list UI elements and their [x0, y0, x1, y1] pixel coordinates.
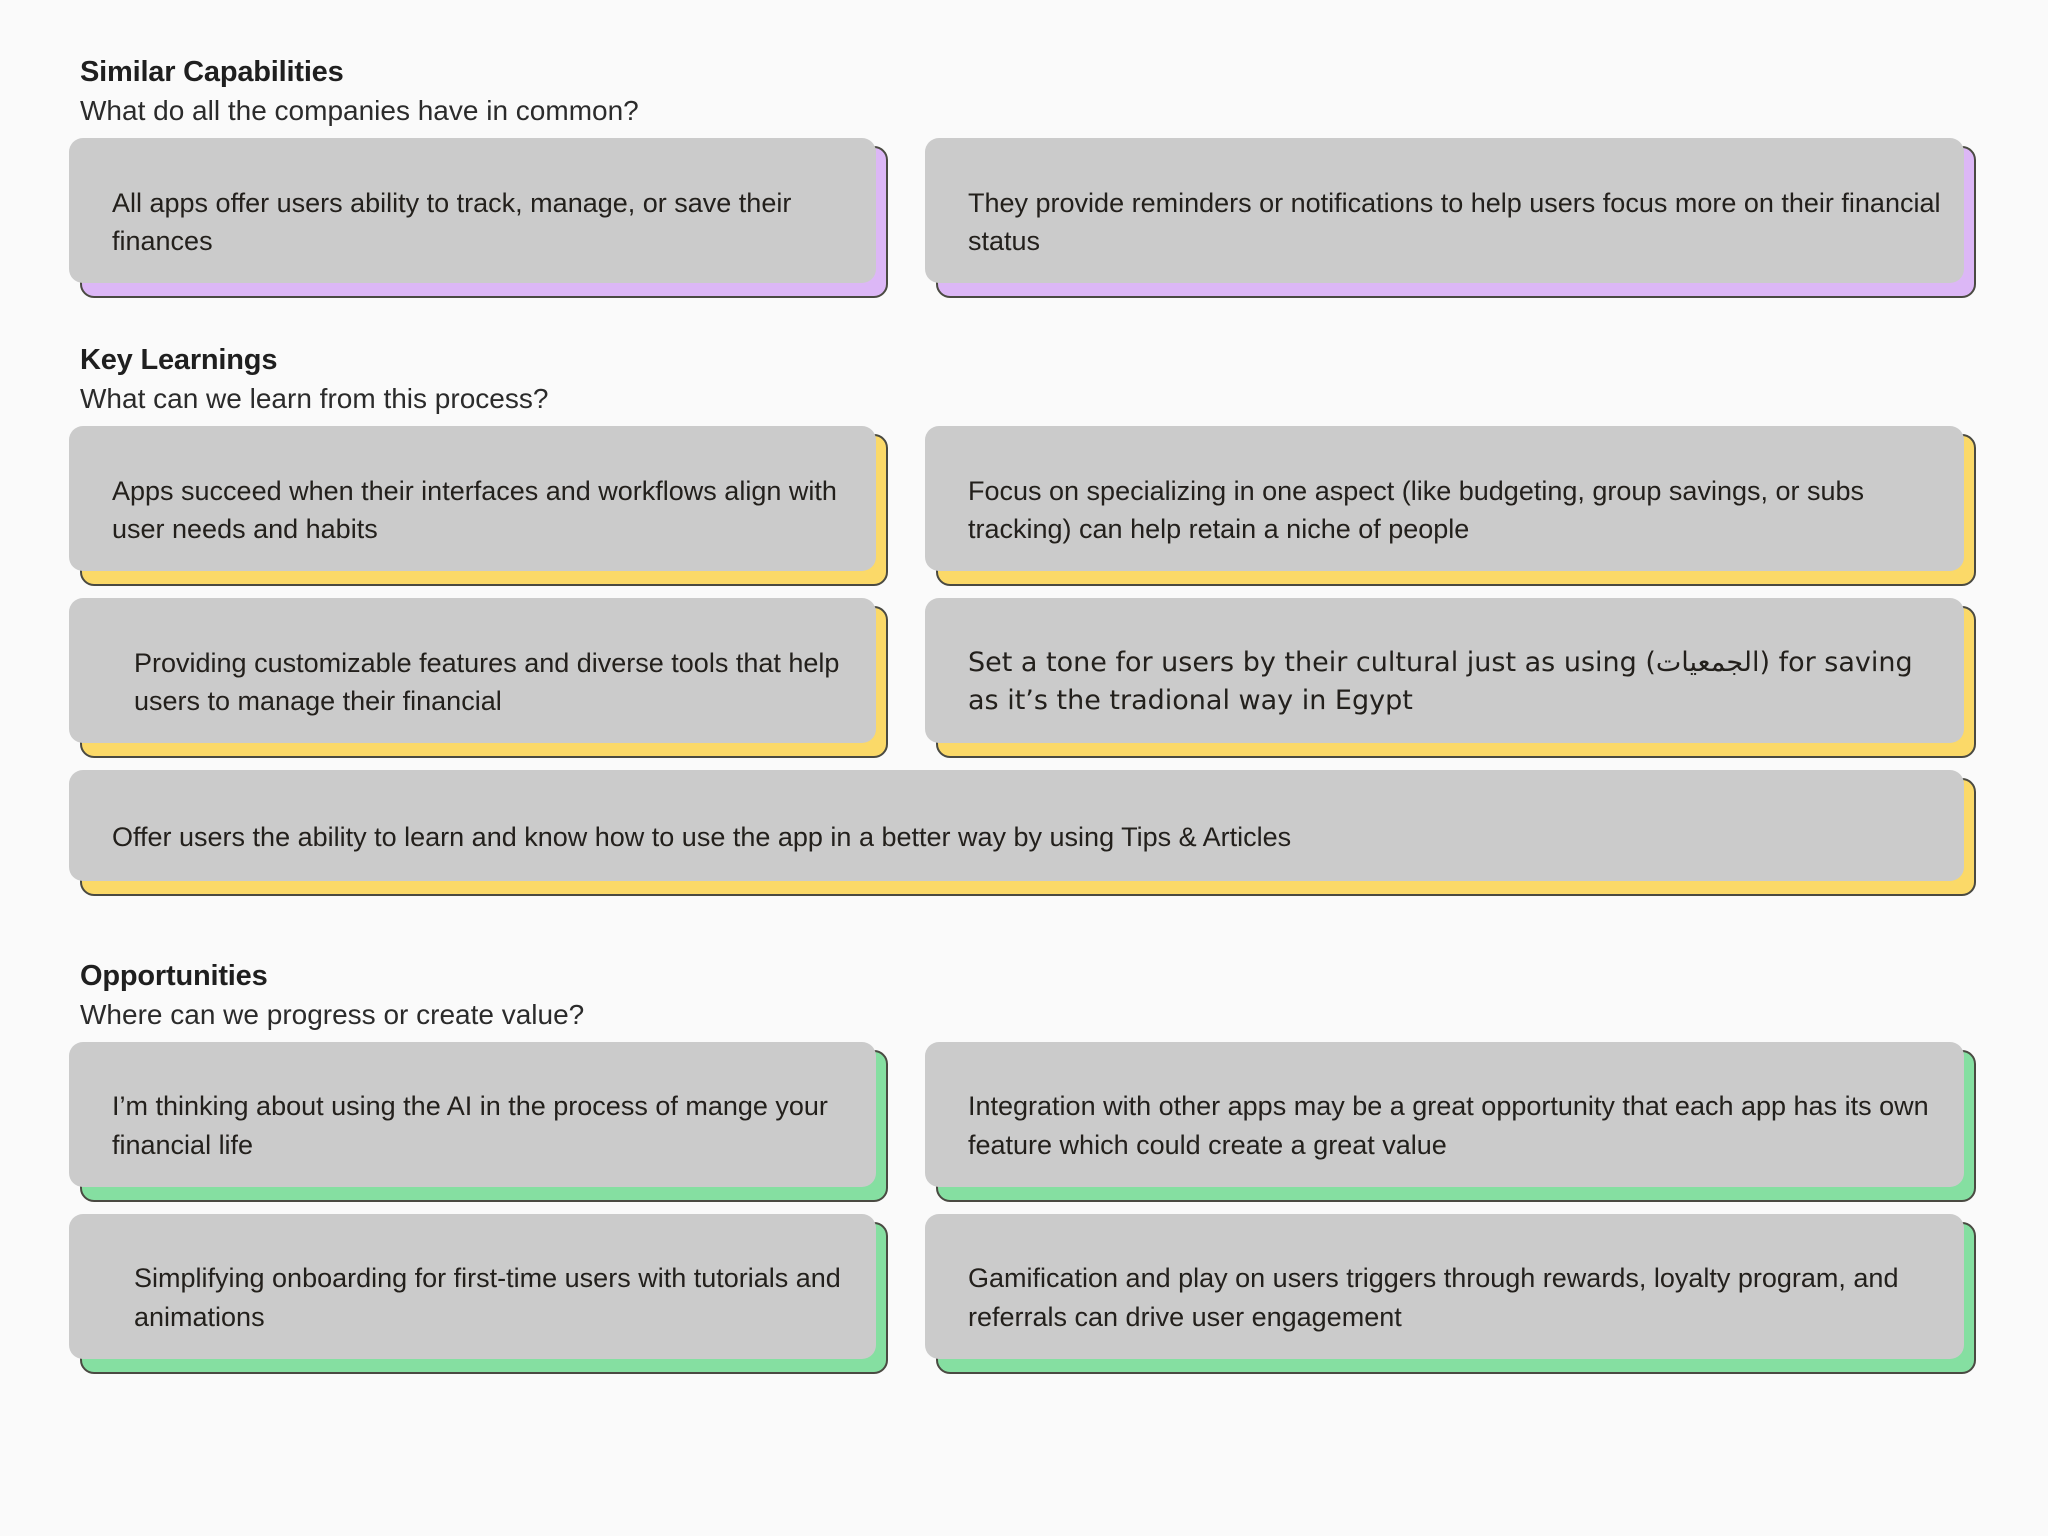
insight-card[interactable]: Focus on specializing in one aspect (lik… — [925, 425, 1976, 586]
insight-card[interactable]: They provide reminders or notifications … — [925, 137, 1976, 298]
section-subtitle-similar-capabilities: What do all the companies have in common… — [80, 95, 639, 127]
card-row: All apps offer users ability to track, m… — [69, 137, 1992, 298]
insight-card-text: They provide reminders or notifications … — [968, 187, 1941, 256]
card-row: Simplifying onboarding for first-time us… — [69, 1213, 1992, 1374]
insight-card[interactable]: Providing customizable features and dive… — [69, 597, 888, 758]
card-row: I’m thinking about using the AI in the p… — [69, 1041, 1992, 1202]
section-title-key-learnings: Key Learnings — [80, 343, 278, 376]
insight-card[interactable]: Apps succeed when their interfaces and w… — [69, 425, 888, 586]
insight-card[interactable]: Integration with other apps may be a gre… — [925, 1041, 1976, 1202]
section-title-similar-capabilities: Similar Capabilities — [80, 56, 344, 88]
insight-card-text: Focus on specializing in one aspect (lik… — [968, 475, 1865, 544]
card-row: Providing customizable features and dive… — [69, 597, 1992, 758]
insight-card-text: I’m thinking about using the AI in the p… — [112, 1091, 828, 1160]
insight-card-text: Simplifying onboarding for first-time us… — [134, 1263, 841, 1332]
insight-card[interactable]: Set a tone for users by their cultural j… — [925, 597, 1976, 758]
insight-card-text: Integration with other apps may be a gre… — [968, 1091, 1929, 1160]
spacer — [80, 916, 1992, 960]
insight-card-text: Providing customizable features and dive… — [134, 647, 840, 716]
spacer — [80, 318, 1992, 344]
section-key-learnings: Key Learnings What can we learn from thi… — [69, 343, 1992, 896]
section-subtitle-key-learnings: What can we learn from this process? — [80, 383, 549, 415]
card-row: Offer users the ability to learn and kno… — [69, 769, 1992, 896]
insight-card-text: Gamification and play on users triggers … — [968, 1263, 1899, 1332]
section-title-opportunities: Opportunities — [80, 959, 268, 992]
insight-card[interactable]: I’m thinking about using the AI in the p… — [69, 1041, 888, 1202]
insight-card-text: Offer users the ability to learn and kno… — [112, 821, 1292, 852]
section-subtitle-opportunities: Where can we progress or create value? — [80, 999, 585, 1031]
insight-card-text: All apps offer users ability to track, m… — [112, 187, 792, 256]
card-row: Apps succeed when their interfaces and w… — [69, 425, 1992, 586]
insight-card[interactable]: Gamification and play on users triggers … — [925, 1213, 1976, 1374]
insight-card[interactable]: Offer users the ability to learn and kno… — [69, 769, 1976, 896]
section-opportunities: Opportunities Where can we progress or c… — [69, 959, 1992, 1374]
insight-card[interactable]: Simplifying onboarding for first-time us… — [69, 1213, 888, 1374]
section-similar-capabilities: Similar Capabilities What do all the com… — [69, 56, 1992, 298]
insight-card-text: Set a tone for users by their cultural j… — [968, 646, 1913, 716]
insight-card-text: Apps succeed when their interfaces and w… — [112, 475, 837, 544]
insight-card[interactable]: All apps offer users ability to track, m… — [69, 137, 888, 298]
